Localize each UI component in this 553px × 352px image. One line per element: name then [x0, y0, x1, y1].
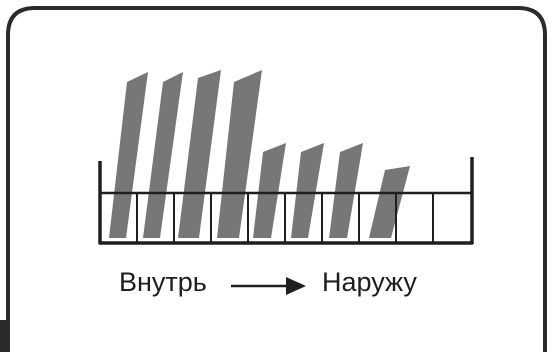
dish-rack: [98, 157, 474, 245]
label-outside: Наружу: [322, 267, 417, 297]
right-arrow-icon: [231, 277, 306, 295]
label-inside: Внутрь: [119, 267, 207, 297]
plate: [369, 166, 410, 238]
plate: [217, 70, 262, 238]
plate: [253, 143, 286, 238]
tall-plates: [109, 70, 262, 238]
short-plates: [253, 143, 410, 238]
plate: [178, 70, 221, 238]
plate: [109, 72, 148, 238]
plate: [329, 143, 363, 238]
frame-border: [6, 6, 547, 352]
frame-corner-shadow: [0, 320, 10, 352]
plate: [291, 143, 324, 238]
plate: [143, 72, 183, 238]
